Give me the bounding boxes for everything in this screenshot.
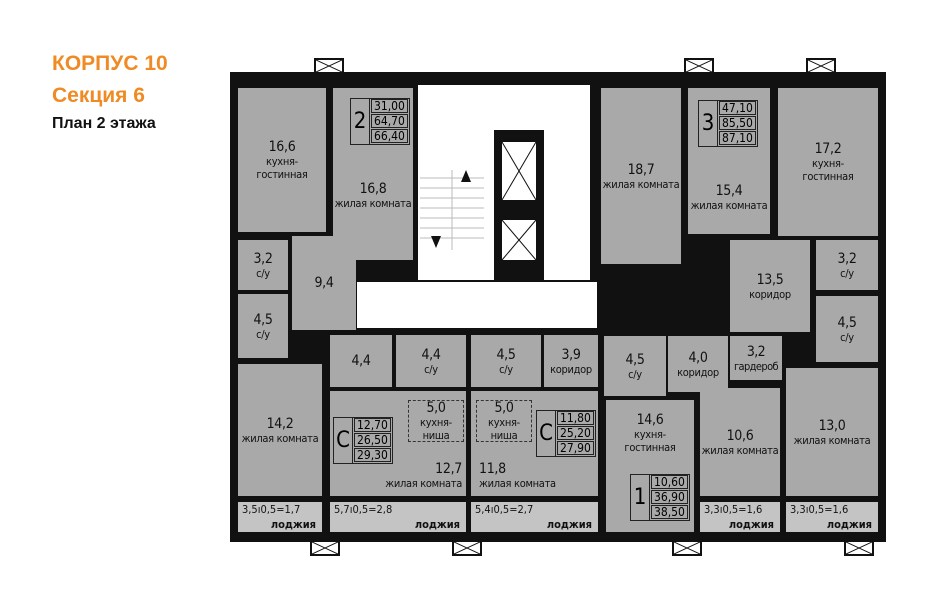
vent-icon [672,540,702,556]
vent-icon [684,58,714,74]
common-corridor [357,282,597,328]
vent-icon [314,58,344,74]
plan-title: План 2 этажа [52,115,156,132]
vent-icon [310,540,340,556]
vent-icon [806,58,836,74]
room-hall: 9,4 [292,236,356,330]
staircase-icon [420,170,484,250]
elevator-shaft [494,130,544,280]
room-hall: 4,4 [330,335,392,387]
section-title: Секция 6 [52,84,145,107]
elevator-icon [501,141,537,261]
vent-icon [452,540,482,556]
vent-icon [844,540,874,556]
building-title: КОРПУС 10 [52,52,168,75]
